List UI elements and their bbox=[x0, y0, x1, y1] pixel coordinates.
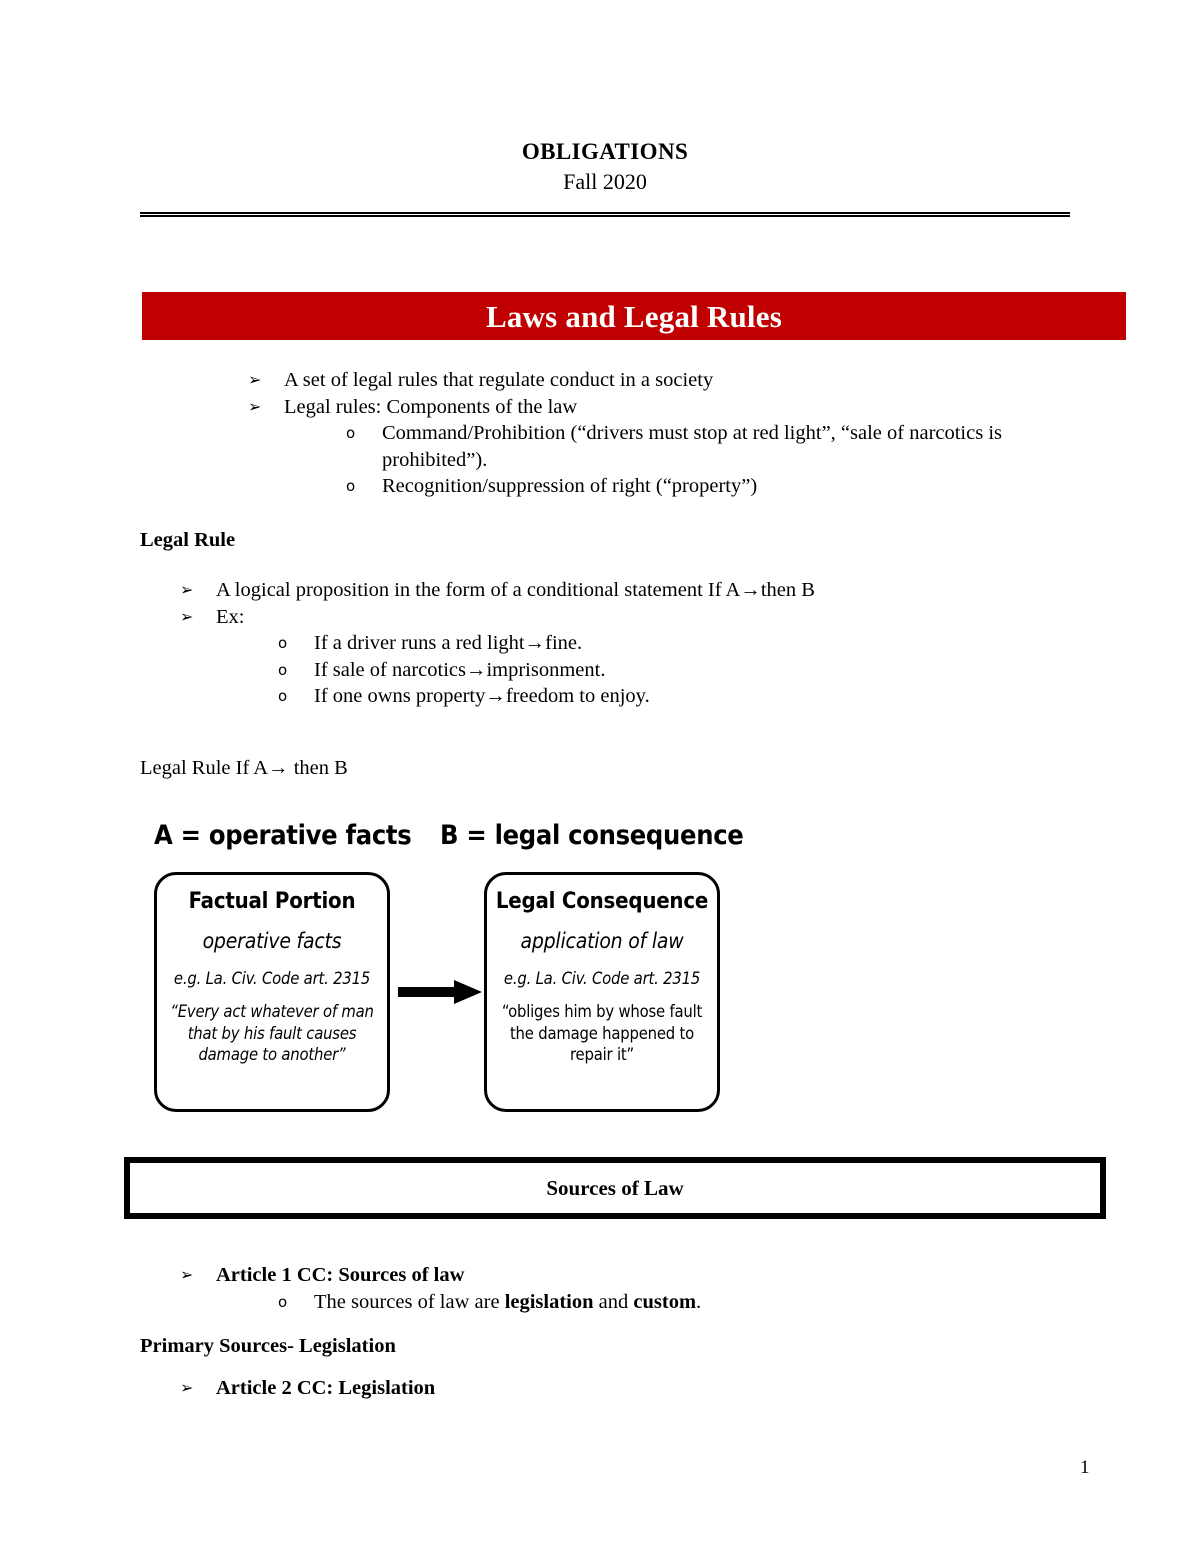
circle-bullet-icon: o bbox=[346, 477, 356, 495]
diagram-box-citation: e.g. La. Civ. Code art. 2315 bbox=[503, 969, 701, 988]
diagram-label-b: B = legal consequence bbox=[440, 820, 744, 851]
term-label: Fall 2020 bbox=[563, 168, 647, 194]
arrow-bullet-icon: ➢ bbox=[248, 370, 262, 389]
list-item: o The sources of law are legislation and… bbox=[278, 1289, 1060, 1316]
list-item: ➢ Legal rules: Components of the law o C… bbox=[248, 394, 1088, 500]
header-divider bbox=[140, 212, 1070, 217]
list-item-text: A logical proposition in the form of a c… bbox=[216, 579, 815, 601]
arrow-bullet-icon: ➢ bbox=[180, 606, 194, 626]
list-item-text: Ex: bbox=[216, 605, 245, 628]
sources-of-law-bullet-list: ➢ Article 1 CC: Sources of law o The sou… bbox=[180, 1262, 1060, 1315]
list-item: ➢ A logical proposition in the form of a… bbox=[180, 577, 1060, 604]
bullet-list-level-2: o The sources of law are legislation and… bbox=[278, 1289, 1060, 1316]
document-header: OBLIGATIONS Fall 2020 bbox=[140, 138, 1070, 195]
legal-rule-heading: Legal Rule bbox=[140, 529, 236, 551]
sources-of-law-box: Sources of Law bbox=[124, 1157, 1106, 1219]
sub-text-suffix: . bbox=[696, 1290, 702, 1313]
arrow-bullet-icon: ➢ bbox=[180, 580, 194, 599]
list-item-text: If a driver runs a red light→fine. bbox=[314, 632, 583, 654]
legal-rule-formula-line: Legal Rule If A→ then B bbox=[140, 757, 348, 779]
diagram-box-legal-consequence: Legal Consequence application of law e.g… bbox=[484, 872, 720, 1112]
diagram-label-a: A = operative facts bbox=[154, 820, 412, 851]
circle-bullet-icon: o bbox=[278, 660, 288, 679]
circle-bullet-icon: o bbox=[278, 687, 288, 705]
list-item-text: If one owns property→freedom to enjoy. bbox=[314, 685, 650, 707]
circle-bullet-icon: o bbox=[278, 1292, 288, 1311]
bullet-list-level-2: o Command/Prohibition (“drivers must sto… bbox=[346, 420, 1088, 500]
circle-bullet-icon: o bbox=[346, 424, 356, 442]
diagram-box-title: Legal Consequence bbox=[495, 889, 709, 914]
list-item-text: Recognition/suppression of right (“prope… bbox=[382, 475, 758, 497]
section-banner: Laws and Legal Rules bbox=[142, 292, 1126, 340]
intro-bullet-list: ➢ A set of legal rules that regulate con… bbox=[248, 367, 1088, 500]
sources-of-law-title: Sources of Law bbox=[546, 1175, 684, 1200]
diagram-box-citation: e.g. La. Civ. Code art. 2315 bbox=[173, 969, 371, 988]
bullet-list-level-1: ➢ Article 1 CC: Sources of law o The sou… bbox=[180, 1262, 1060, 1315]
bullet-list-level-1: ➢ Article 2 CC: Legislation bbox=[180, 1375, 1060, 1402]
diagram-box-title: Factual Portion bbox=[188, 889, 356, 914]
diagram-box-quote: “Every act whatever of man that by his f… bbox=[170, 1002, 374, 1064]
list-item: ➢ Article 2 CC: Legislation bbox=[180, 1375, 1060, 1402]
diagram-box-subtitle: application of law bbox=[520, 929, 684, 953]
arrow-bullet-icon: ➢ bbox=[248, 396, 262, 416]
list-item: o Recognition/suppression of right (“pro… bbox=[346, 473, 1088, 500]
legal-rule-diagram: A = operative facts B = legal consequenc… bbox=[148, 812, 748, 1122]
list-item: ➢ Article 1 CC: Sources of law o The sou… bbox=[180, 1262, 1060, 1315]
list-item-text: Article 2 CC: Legislation bbox=[216, 1377, 436, 1399]
list-item-text: If sale of narcotics→imprisonment. bbox=[314, 658, 606, 681]
list-item-text: The sources of law are legislation and c… bbox=[314, 1291, 701, 1313]
diagram-box-quote: “obliges him by whose fault the damage h… bbox=[501, 1002, 703, 1064]
list-item: o Command/Prohibition (“drivers must sto… bbox=[346, 420, 1088, 473]
diagram-box-subtitle: operative facts bbox=[202, 929, 342, 953]
primary-sources-heading: Primary Sources- Legislation bbox=[140, 1335, 396, 1357]
sub-text-bold-legislation: legislation bbox=[504, 1290, 594, 1313]
arrow-bullet-icon: ➢ bbox=[180, 1378, 194, 1397]
bullet-list-level-1: ➢ A set of legal rules that regulate con… bbox=[248, 367, 1088, 500]
course-title: OBLIGATIONS bbox=[521, 139, 689, 164]
legal-rule-bullet-list: ➢ A logical proposition in the form of a… bbox=[180, 577, 1060, 710]
bullet-list-level-1: ➢ A logical proposition in the form of a… bbox=[180, 577, 1060, 710]
list-item-text: Legal rules: Components of the law bbox=[284, 395, 578, 418]
sub-text-prefix: The sources of law are bbox=[314, 1290, 505, 1313]
list-item: ➢ A set of legal rules that regulate con… bbox=[248, 367, 1088, 394]
section-banner-title: Laws and Legal Rules bbox=[486, 298, 782, 334]
arrow-bullet-icon: ➢ bbox=[180, 1265, 194, 1284]
article-2-bullet-list: ➢ Article 2 CC: Legislation bbox=[180, 1375, 1060, 1402]
circle-bullet-icon: o bbox=[278, 634, 288, 652]
sub-text-middle: and bbox=[593, 1290, 634, 1313]
diagram-box-factual-portion: Factual Portion operative facts e.g. La.… bbox=[154, 872, 390, 1112]
list-item-text: Article 1 CC: Sources of law bbox=[216, 1264, 465, 1286]
list-item: ➢ Ex: o If a driver runs a red light→fin… bbox=[180, 604, 1060, 710]
bullet-list-level-2: o If a driver runs a red light→fine. o I… bbox=[278, 630, 1060, 710]
list-item: o If sale of narcotics→imprisonment. bbox=[278, 657, 1060, 684]
right-arrow-icon bbox=[398, 980, 482, 1004]
list-item-text: Command/Prohibition (“drivers must stop … bbox=[382, 422, 1003, 471]
sub-text-bold-custom: custom bbox=[633, 1290, 697, 1313]
list-item: o If one owns property→freedom to enjoy. bbox=[278, 683, 1060, 710]
page-number: 1 bbox=[1080, 1457, 1090, 1478]
list-item-text: A set of legal rules that regulate condu… bbox=[284, 369, 714, 391]
list-item: o If a driver runs a red light→fine. bbox=[278, 630, 1060, 657]
